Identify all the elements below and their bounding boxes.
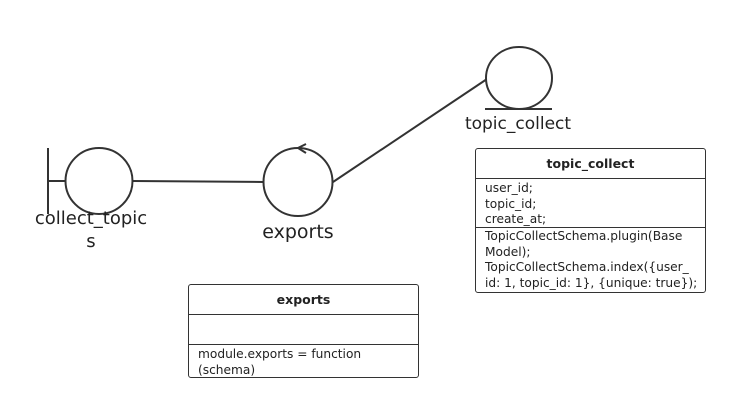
operation-row: id: 1, topic_id: 1}, {unique: true}); xyxy=(485,275,698,290)
operation-row: (schema) xyxy=(198,362,256,377)
attribute-row: topic_id; xyxy=(485,196,537,211)
attribute-row: create_at; xyxy=(485,212,547,227)
class-title: exports xyxy=(189,285,418,315)
control-icon[interactable] xyxy=(262,143,334,217)
operation-row: TopicCollectSchema.plugin(Base xyxy=(485,229,683,243)
class-operations: TopicCollectSchema.plugin(Base Model); T… xyxy=(476,227,705,292)
operation-row: TopicCollectSchema.index({user_ xyxy=(485,260,689,275)
operation-row: Model); xyxy=(485,244,531,259)
boundary-icon[interactable] xyxy=(47,147,134,215)
operation-row: module.exports = function xyxy=(198,347,362,361)
class-title: topic_collect xyxy=(476,149,705,179)
class-operations: module.exports = function (schema) xyxy=(189,344,418,379)
entity-icon[interactable] xyxy=(485,46,553,110)
class-box-topic-collect[interactable]: topic_collect user_id; topic_id; create_… xyxy=(475,148,706,293)
class-box-exports[interactable]: exports module.exports = function (schem… xyxy=(188,284,419,378)
node-label-collect-topics: collect_topic s xyxy=(26,207,156,253)
node-label-exports: exports xyxy=(262,221,334,243)
node-label-line: collect_topic xyxy=(34,208,148,229)
node-label-topic-collect: topic_collect xyxy=(464,114,572,134)
class-attributes: user_id; topic_id; create_at; xyxy=(476,179,705,227)
node-label-line: s xyxy=(86,231,96,252)
edge-collect-topics-exports xyxy=(132,180,265,183)
class-attributes xyxy=(189,315,418,344)
attribute-row: user_id; xyxy=(485,181,533,195)
edge-exports-topic-collect xyxy=(332,78,488,183)
